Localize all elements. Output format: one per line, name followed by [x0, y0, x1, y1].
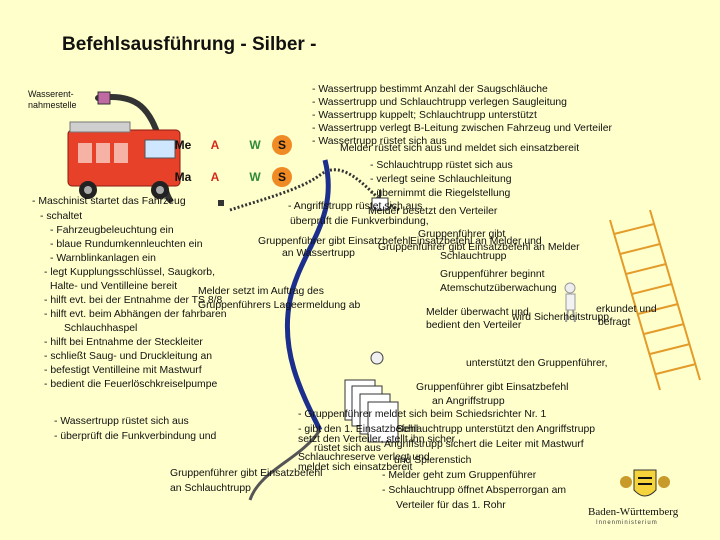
- truck-marker-icon: [218, 200, 224, 206]
- bottom-mid-line: Schlauchreserve verlegt und: [298, 452, 430, 463]
- bottom-mid-line: - gibt den 1. Einsatzbefehl: [298, 424, 419, 435]
- bottom-mid-line: - Schlauchtrupp öffnet Absperrorgan am: [382, 485, 567, 496]
- crew-w2-badge: W: [249, 170, 261, 184]
- middle-line: überprüft die Funkverbindung,: [290, 216, 429, 227]
- distributor-icon: [371, 190, 389, 211]
- logo-text: Baden-Württemberg: [588, 506, 679, 518]
- maschinist-line: - Warnblinkanlagen ein: [50, 253, 156, 264]
- bottom-left-line: - überprüft die Funkverbindung und: [54, 431, 217, 442]
- maschinist-line: - Maschinist startet das Fahrzeug: [32, 196, 186, 207]
- middle-line: Gruppenführer beginnt: [440, 269, 545, 280]
- bottom-mid-line: - Melder geht zum Gruppenführer: [382, 470, 537, 481]
- crew-s-badge: S: [272, 135, 292, 155]
- crew-w-badge: W: [249, 138, 261, 152]
- page-title: Befehlsausführung - Silber -: [62, 34, 317, 55]
- schlauchtrupp-line: - übernimmt die Riegelstellung: [370, 188, 511, 199]
- document-stack-icon: [344, 379, 399, 443]
- right-top-line: - Wassertrupp rüstet sich aus: [312, 136, 447, 147]
- bottom-mid-line: - Gruppenführer meldet sich beim Schieds…: [298, 409, 547, 420]
- melder-line: Gruppenführers Lageermeldung ab: [198, 300, 361, 311]
- bottom-mid-line: Schlauchtrupp unterstützt den Angriffstr…: [396, 424, 596, 435]
- bottom-left-line: an Schlauchtrupp: [170, 483, 251, 494]
- middle-line: Gruppenführer gibt: [418, 229, 506, 240]
- middle-line: Atemschutzüberwachung: [440, 283, 557, 294]
- right-mid-line: Gruppenführer gibt Einsatzbefehl: [416, 382, 569, 393]
- middle-line: Melder besetzt den Verteiler: [368, 206, 498, 217]
- middle-line: Schlauchtrupp: [440, 251, 507, 262]
- middle-line: Gruppenführer gibt Einsatzbefehl an Meld…: [378, 242, 580, 253]
- right-mid-line: an Angriffstrupp: [432, 396, 505, 407]
- bottom-mid-line: setzt den Verteiler, stellt ihn sicher: [298, 434, 456, 445]
- attack-hose: [248, 429, 322, 501]
- maschinist-line: - hilft bei Entnahme der Steckleiter: [44, 337, 203, 348]
- middle-line: an Wassertrupp: [282, 248, 355, 259]
- crew-a-badge: A: [210, 138, 220, 152]
- maschinist-line: Halte- und Ventilleine bereit: [50, 281, 178, 292]
- schlauchtrupp-line: - verlegt seine Schlauchleitung: [370, 174, 512, 185]
- maschinist-line: Schlauchhaspel: [64, 323, 138, 334]
- crew-me-badge: Me: [174, 138, 192, 152]
- right-mid-line: Melder überwacht und: [426, 307, 529, 318]
- maschinist-line: - hilft evt. beim Abhängen der fahrbaren: [44, 309, 227, 320]
- coat-of-arms-icon: [620, 469, 670, 497]
- melder-line: Melder setzt im Auftrag des: [198, 286, 324, 297]
- maschinist-line: - befestigt Ventilleine mit Mastwurf: [44, 365, 202, 376]
- maschinist-line: - legt Kupplungsschlüssel, Saugkorb,: [44, 267, 215, 278]
- right-mid-line: erkundet und: [596, 304, 657, 315]
- maschinist-line: - blaue Rundumkennleuchten ein: [50, 239, 203, 250]
- water-source-icon: [97, 91, 111, 105]
- middle-line: - Angriffstrupp rüstet sich aus: [288, 201, 423, 212]
- maschinist-line: - schließt Saug- und Druckleitung an: [44, 351, 213, 362]
- right-top-line: Melder rüstet sich aus und meldet sich e…: [340, 143, 580, 154]
- water-source-label-1: Wasserent-: [28, 89, 74, 99]
- firefighter-icon: [564, 282, 576, 323]
- maschinist-line: - bedient die Feuerlöschkreiselpumpe: [44, 379, 218, 390]
- schlauchtrupp-line: - Schlauchtrupp rüstet sich aus: [370, 160, 513, 171]
- crew-s2-badge: S: [272, 167, 292, 187]
- logo-sub: Innenministerium: [596, 520, 658, 526]
- right-top-line: - Wassertrupp und Schlauchtrupp verlegen…: [312, 97, 567, 108]
- right-top-line: - Wassertrupp bestimmt Anzahl der Saugsc…: [312, 84, 548, 95]
- crew-ma-badge: Ma: [174, 170, 192, 184]
- water-hose-main: [284, 159, 331, 432]
- bottom-left-line: Gruppenführer gibt Einsatzbefehl: [170, 468, 323, 479]
- water-source-label-2: nahmestelle: [28, 100, 77, 110]
- nozzle-icon: [370, 351, 384, 365]
- middle-line: Gruppenführer gibt Einsatzbefehl: [258, 236, 411, 247]
- bottom-left-line: - Wassertrupp rüstet sich aus: [54, 416, 189, 427]
- bottom-mid-line: rüstet sich aus: [314, 443, 381, 454]
- bottom-mid-line: Verteiler für das 1. Rohr: [396, 500, 506, 511]
- fire-truck-icon: [67, 121, 181, 199]
- bottom-mid-line: und Spierenstich: [394, 455, 472, 466]
- state-logo: Baden-Württemberg Innenministerium: [586, 468, 704, 530]
- bottom-mid-line: Angriffstrupp sichert die Leiter mit Mas…: [384, 439, 584, 450]
- crew-a2-badge: A: [210, 170, 220, 184]
- bottom-mid-line: meldet sich einsatzbereit: [298, 462, 413, 473]
- right-mid-line: befragt: [598, 317, 631, 328]
- right-top-line: - Wassertrupp verlegt B-Leitung zwischen…: [312, 123, 612, 134]
- middle-line: Einsatzbefehl an Melder und: [410, 236, 542, 247]
- right-top-line: - Wassertrupp kuppelt; Schlauchtrupp unt…: [312, 110, 537, 121]
- right-mid-line: bedient den Verteiler: [426, 320, 522, 331]
- b-line-hose: [229, 168, 401, 212]
- maschinist-line: - Fahrzeugbeleuchtung ein: [50, 225, 174, 236]
- right-mid-line: wird Sicherheitstrupp: [512, 312, 610, 323]
- right-mid-line: unterstützt den Gruppenführer,: [466, 358, 608, 369]
- maschinist-line: - schaltet: [40, 211, 83, 222]
- ladder-icon: [609, 209, 701, 391]
- maschinist-line: - hilft evt. bei der Entnahme der TS 8/8: [44, 295, 223, 306]
